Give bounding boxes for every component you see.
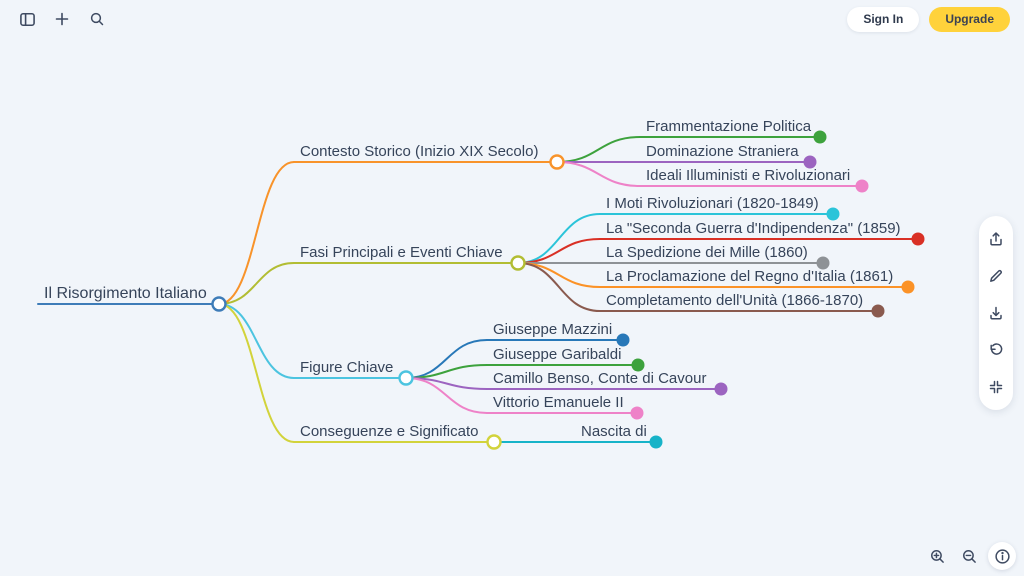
mindmap-node-circle[interactable] xyxy=(616,333,630,347)
topbar: Sign In Upgrade xyxy=(0,0,1024,38)
mindmap-node-label[interactable]: Completamento dell'Unità (1866-1870) xyxy=(606,292,863,309)
mindmap-node-label[interactable]: Il Risorgimento Italiano xyxy=(44,285,207,302)
mindmap-node-circle[interactable] xyxy=(486,434,502,450)
zoom-in-icon[interactable] xyxy=(924,543,950,569)
mindmap-link xyxy=(517,262,601,312)
mindmap-node-label[interactable]: Conseguenze e Significato xyxy=(300,423,478,440)
edit-icon[interactable] xyxy=(983,263,1009,289)
topbar-left xyxy=(14,6,110,32)
mindmap-link xyxy=(517,213,601,264)
mindmap-link xyxy=(218,303,295,443)
mindmap-node-circle[interactable] xyxy=(211,296,227,312)
mindmap-node-label[interactable]: La Proclamazione del Regno d'Italia (186… xyxy=(606,268,893,285)
mindmap-node-circle[interactable] xyxy=(398,370,414,386)
mindmap-node-label[interactable]: Contesto Storico (Inizio XIX Secolo) xyxy=(300,143,538,160)
mindmap-link xyxy=(218,161,295,305)
mindmap-node-circle[interactable] xyxy=(803,155,817,169)
mindmap-node-circle[interactable] xyxy=(549,154,565,170)
mindmap-node-circle[interactable] xyxy=(631,358,645,372)
sign-in-button[interactable]: Sign In xyxy=(847,6,920,32)
sidebar-toggle-icon[interactable] xyxy=(14,6,40,32)
mindmap-node-label[interactable]: I Moti Rivoluzionari (1820-1849) xyxy=(606,195,819,212)
share-icon[interactable] xyxy=(983,226,1009,252)
upgrade-button[interactable]: Upgrade xyxy=(929,6,1010,32)
mindmap-link xyxy=(556,136,641,163)
mindmap-link xyxy=(218,303,295,379)
mindmap-node-label[interactable]: Giuseppe Garibaldi xyxy=(493,346,621,363)
mindmap-link xyxy=(218,262,295,305)
mindmap-link xyxy=(517,238,601,264)
mindmap-node-label[interactable]: Dominazione Straniera xyxy=(646,143,799,160)
mindmap-node-label[interactable]: La Spedizione dei Mille (1860) xyxy=(606,244,808,261)
topbar-right: Sign In Upgrade xyxy=(847,6,1010,32)
bottom-controls xyxy=(924,542,1016,570)
mindmap-node-circle[interactable] xyxy=(649,435,663,449)
mindmap-link xyxy=(517,262,601,288)
undo-icon[interactable] xyxy=(983,337,1009,363)
mindmap-node-circle[interactable] xyxy=(510,255,526,271)
side-toolbar xyxy=(979,216,1013,410)
mindmap-node-circle[interactable] xyxy=(855,179,869,193)
mindmap-link xyxy=(556,161,641,187)
fit-view-icon[interactable] xyxy=(983,374,1009,400)
mindmap-node-circle[interactable] xyxy=(871,304,885,318)
mindmap-node-label[interactable]: Vittorio Emanuele II xyxy=(493,394,624,411)
mindmap-link xyxy=(405,377,488,414)
mindmap-node-label[interactable]: Frammentazione Politica xyxy=(646,118,812,135)
mindmap-node-label[interactable]: Fasi Principali e Eventi Chiave xyxy=(300,244,503,261)
new-node-icon[interactable] xyxy=(49,6,75,32)
mindmap-node-circle[interactable] xyxy=(911,232,925,246)
search-icon[interactable] xyxy=(84,6,110,32)
mindmap-node-label[interactable]: Camillo Benso, Conte di Cavour xyxy=(493,370,706,387)
mindmap-node-label[interactable]: La "Seconda Guerra d'Indipendenza" (1859… xyxy=(606,220,901,237)
mindmap-node-label[interactable]: Figure Chiave xyxy=(300,359,393,376)
mindmap-node-circle[interactable] xyxy=(813,130,827,144)
download-icon[interactable] xyxy=(983,300,1009,326)
mindmap-node-circle[interactable] xyxy=(816,256,830,270)
mindmap-node-label[interactable]: Giuseppe Mazzini xyxy=(493,321,612,338)
mindmap-node-circle[interactable] xyxy=(630,406,644,420)
info-icon[interactable] xyxy=(988,542,1016,570)
mindmap-node-circle[interactable] xyxy=(826,207,840,221)
mindmap-node-circle[interactable] xyxy=(714,382,728,396)
mindmap-node-label[interactable]: Nascita di xyxy=(581,423,647,440)
mindmap-node-label[interactable]: Ideali Illuministi e Rivoluzionari xyxy=(646,167,850,184)
zoom-out-icon[interactable] xyxy=(956,543,982,569)
mindmap-node-circle[interactable] xyxy=(901,280,915,294)
